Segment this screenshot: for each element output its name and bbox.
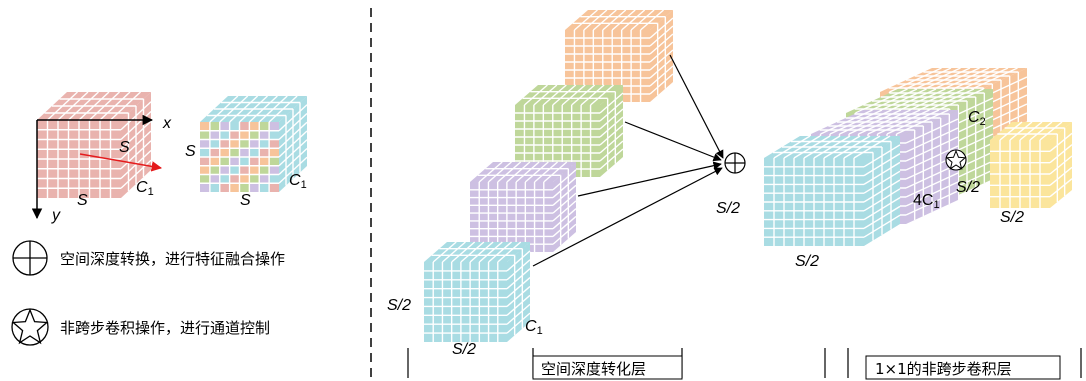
cube-purple <box>470 161 577 252</box>
grid-side-label: S <box>185 143 196 160</box>
plus-legend-text: 空间深度转换，进行特征融合操作 <box>60 250 285 268</box>
cube-side-label: S <box>119 139 130 156</box>
caption-right: 1×1的非跨步卷积层 <box>875 360 1012 378</box>
merged-depth-label: 4C1 <box>913 192 940 211</box>
star-legend-icon <box>11 308 49 346</box>
arrow-green <box>624 121 722 162</box>
x-axis-label: x <box>162 115 172 132</box>
arrow-blue <box>532 167 723 267</box>
fusion-plus-icon <box>724 152 746 174</box>
conv-star-icon <box>945 149 967 171</box>
stack-bottom-label: S/2 <box>452 341 476 358</box>
grid-depth-label: C1 <box>289 172 307 191</box>
plus-size-label: S/2 <box>716 200 740 217</box>
red-arrow <box>79 153 163 172</box>
stack-depth-label: C1 <box>525 318 543 337</box>
cube-depth-label: C1 <box>136 179 154 198</box>
arrow-purple <box>577 161 722 197</box>
caption-left: 空间深度转化层 <box>541 360 646 378</box>
y-axis-label: y <box>51 207 61 224</box>
grid-bottom-label: S <box>240 192 251 209</box>
merged-blue <box>764 135 901 246</box>
rearranged-grid-cube <box>200 95 308 192</box>
output-bottom-label: S/2 <box>1000 209 1024 226</box>
input-cube <box>37 91 152 198</box>
stack-left-label: S/2 <box>387 297 411 314</box>
arrow-orange <box>669 54 724 159</box>
cube-blue <box>424 241 531 342</box>
output-left-label: S/2 <box>956 179 980 196</box>
plus-legend-icon <box>12 240 48 276</box>
output-top-label: C2 <box>968 109 986 128</box>
output-cube <box>990 121 1073 208</box>
cube-bottom-label: S <box>77 192 88 209</box>
caption-box-right <box>865 355 1061 380</box>
caption-box-left <box>532 355 683 380</box>
merged-bottom-label: S/2 <box>795 253 819 270</box>
star-legend-text: 非跨步卷积操作，进行通道控制 <box>60 319 270 337</box>
